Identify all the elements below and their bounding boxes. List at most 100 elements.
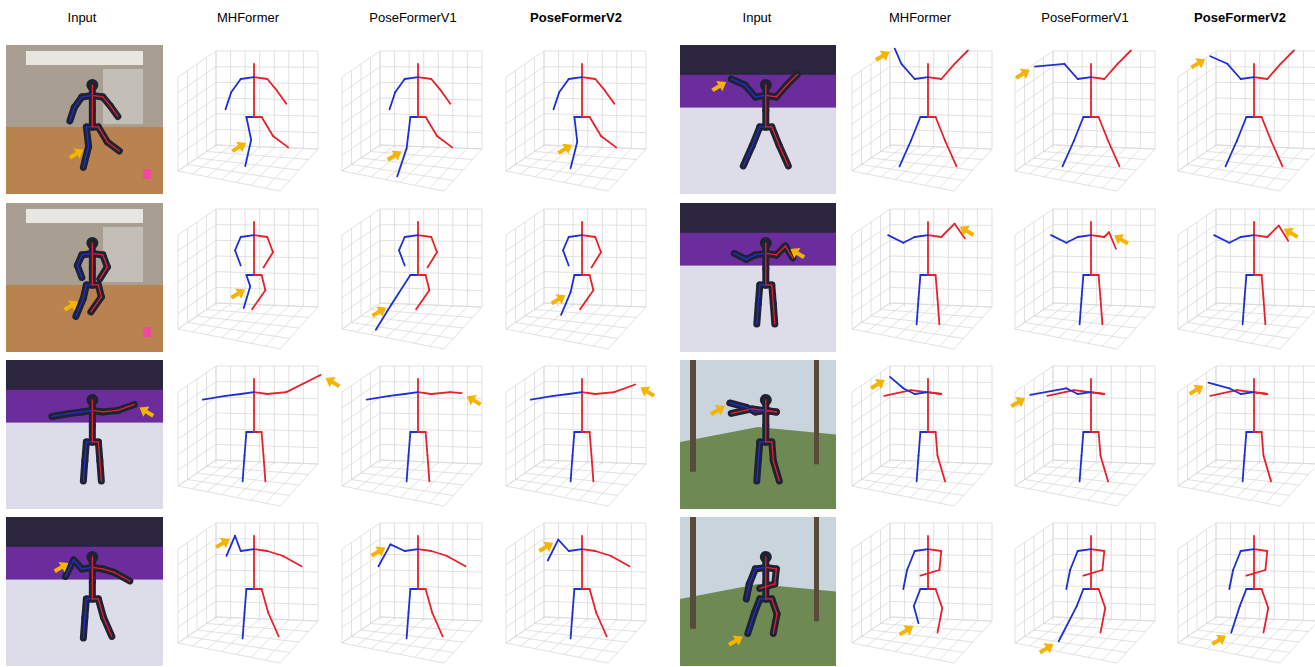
skeleton-bone	[1262, 275, 1264, 299]
skeleton-bone	[82, 567, 93, 569]
skeleton-bone	[447, 556, 466, 566]
column-header: Input	[743, 10, 772, 25]
column-header: PoseFormerV2	[1194, 10, 1286, 25]
skeleton-bone	[100, 461, 102, 481]
pose-plot	[1015, 209, 1155, 349]
skeleton-bone	[92, 557, 93, 568]
skeleton-bone	[254, 116, 262, 118]
highlight-arrowhead	[392, 150, 402, 160]
skeleton-bone	[118, 404, 135, 410]
skeleton-bone	[267, 237, 273, 252]
skeleton-bone	[581, 568, 583, 589]
skeleton-bone	[1090, 549, 1092, 568]
skeleton-bone	[928, 588, 936, 590]
skeleton-bone	[746, 584, 749, 599]
skeleton-bone	[428, 456, 430, 482]
skeleton-bone	[1226, 141, 1237, 167]
skeleton-bone	[1229, 570, 1233, 589]
skeleton-bone	[1082, 275, 1084, 299]
skeleton-bone	[426, 589, 433, 613]
plot-grid	[1015, 209, 1155, 349]
person-silhouette	[743, 146, 752, 166]
skeleton-bone	[766, 126, 772, 127]
skeleton-bone	[581, 392, 583, 411]
skeleton-bone	[928, 235, 941, 237]
skeleton-bone	[917, 456, 919, 482]
skeleton-bone	[911, 390, 941, 394]
skeleton-bone	[92, 243, 93, 254]
skeleton-bone	[919, 275, 921, 299]
skeleton-bone	[1241, 549, 1254, 551]
skeleton-bone	[74, 560, 82, 569]
skeleton-bone	[91, 297, 102, 312]
skeleton-bone	[107, 142, 119, 151]
skeleton-bone	[1253, 568, 1255, 589]
skeleton-bone	[569, 392, 582, 394]
skeleton-bone	[730, 403, 747, 408]
skeleton-bone	[1241, 235, 1254, 237]
plot-grid	[1015, 366, 1155, 506]
skeleton-bone	[1091, 116, 1099, 118]
skeleton-bone	[1253, 379, 1255, 392]
skeleton-bone	[405, 392, 418, 394]
highlight-arrowhead	[1044, 643, 1054, 653]
skeleton-bone	[775, 569, 777, 584]
skeleton-bone	[1082, 432, 1084, 456]
pose-plot	[1015, 51, 1155, 192]
skeleton-bone	[428, 252, 438, 267]
skeleton-bone	[253, 64, 255, 77]
skeleton-bone	[253, 379, 255, 392]
skeleton-bone	[765, 253, 766, 268]
skeleton-bone	[920, 588, 928, 590]
skeleton-bone	[254, 392, 267, 394]
skeleton-bone	[410, 431, 418, 433]
skeleton-bone	[772, 127, 780, 146]
skeleton-bone	[410, 116, 418, 118]
pose-plot	[178, 51, 318, 191]
skeleton-bone	[1074, 117, 1084, 141]
skeleton-bone	[115, 573, 130, 581]
skeleton-bone	[563, 237, 569, 250]
skeleton-bone	[574, 117, 577, 142]
skeleton-bone	[253, 536, 255, 549]
person-silhouette	[91, 297, 102, 312]
skeleton-bone	[417, 235, 419, 254]
person-silhouette	[752, 127, 760, 146]
skeleton-bone	[917, 299, 919, 325]
plot-grid	[342, 366, 482, 506]
skeleton-bone	[581, 254, 583, 275]
highlight-arrowhead	[375, 546, 385, 556]
person-silhouette	[100, 267, 108, 279]
skeleton-bone	[1262, 117, 1272, 141]
plot-grid	[506, 209, 646, 349]
skeleton-bone	[752, 127, 760, 146]
skeleton-bone	[580, 290, 593, 309]
skeleton-bone	[1063, 141, 1074, 167]
skeleton-bone	[776, 85, 787, 97]
person-silhouette	[746, 584, 749, 599]
skeleton-bone	[1074, 390, 1104, 394]
skeleton-bone	[417, 392, 419, 411]
person-silhouette	[779, 146, 788, 166]
skeleton-bone	[92, 253, 93, 268]
person-silhouette	[772, 127, 780, 146]
skeleton-bone	[98, 127, 107, 142]
skeleton-bone	[418, 77, 431, 79]
skeleton-bone	[1214, 235, 1229, 243]
skeleton-bone	[1243, 299, 1245, 325]
skeleton-bone	[765, 582, 766, 599]
skeleton-bone	[1108, 141, 1119, 167]
skeleton-bone	[92, 441, 98, 442]
skeleton-bone	[1243, 456, 1245, 482]
skeleton-bone	[226, 394, 241, 396]
skeleton-bone	[76, 298, 84, 316]
skeleton-bone	[1241, 77, 1254, 79]
pose-plot	[852, 523, 992, 663]
skeleton-bone	[390, 394, 405, 396]
skeleton-bone	[936, 432, 938, 456]
column-header: Input	[68, 10, 97, 25]
skeleton-bone	[1090, 254, 1092, 275]
skeleton-bone	[246, 117, 251, 140]
skeleton-bone	[915, 77, 928, 79]
skeleton-bone	[1253, 235, 1255, 254]
